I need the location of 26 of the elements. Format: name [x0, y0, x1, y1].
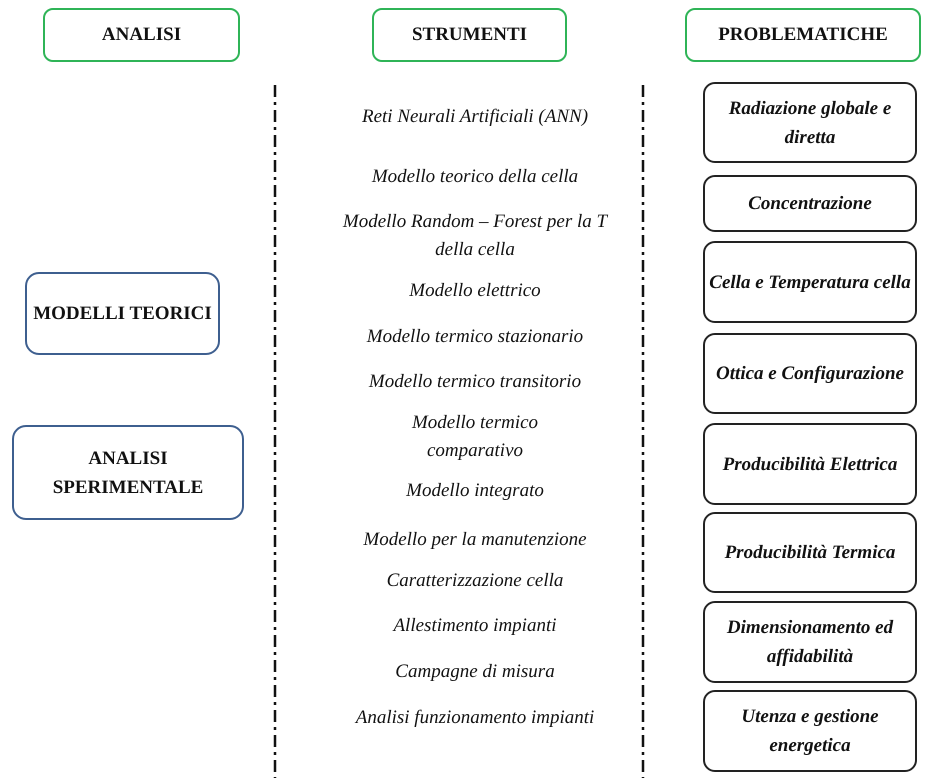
tool-label: Campagne di misura [394, 660, 556, 684]
problem-box: Cella e Temperatura cella [703, 241, 917, 323]
analysis-box: MODELLI TEORICI [25, 272, 220, 355]
tool-label: Allestimento impianti [392, 614, 558, 638]
tool-label: Caratterizzazione cella [386, 569, 564, 593]
problem-box: Dimensionamento ed affidabilità [703, 601, 917, 683]
tool-label: Modello termico comparativo [410, 411, 540, 463]
tool-label: Modello integrato [405, 479, 545, 503]
problem-box: Radiazione globale e diretta [703, 82, 917, 163]
tool-label: Modello per la manutenzione [362, 528, 588, 552]
tool-label: Modello termico transitorio [368, 370, 582, 394]
analysis-box: ANALISI SPERIMENTALE [12, 425, 244, 520]
tool-label: Modello Random – Forest per la T della cella [342, 210, 610, 262]
tool-label: Analisi funzionamento impianti [354, 706, 596, 730]
problem-box: Producibilità Elettrica [703, 423, 917, 505]
tool-label: Modello termico stazionario [366, 325, 584, 349]
tool-label: Modello elettrico [408, 279, 542, 303]
column-header: STRUMENTI [372, 8, 567, 62]
tool-label: Reti Neurali Artificiali (ANN) [360, 105, 590, 129]
problem-box: Utenza e gestione energetica [703, 690, 917, 772]
problem-box: Producibilità Termica [703, 512, 917, 593]
tool-label: Modello teorico della cella [370, 165, 580, 189]
column-header: ANALISI [43, 8, 240, 62]
problem-box: Ottica e Configurazione [703, 333, 917, 414]
problem-box: Concentrazione [703, 175, 917, 232]
column-header: PROBLEMATICHE [685, 8, 921, 62]
